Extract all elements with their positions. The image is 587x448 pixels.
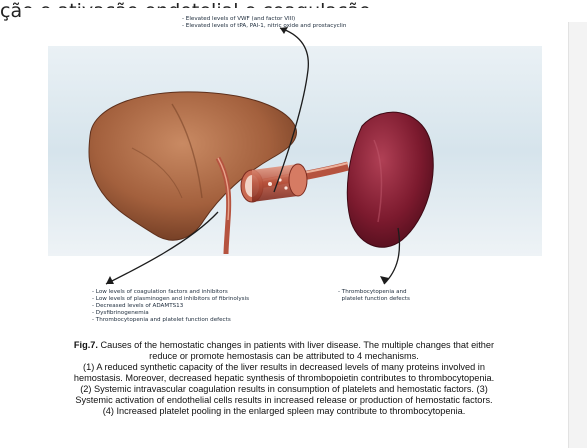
elevated-levels-annotation: - Elevated levels of VWF (and factor VII…: [182, 16, 346, 30]
annotation-line: - Dysfibrinogenemia: [92, 310, 249, 317]
annotation-line: platelet function defects: [338, 296, 410, 303]
caption-line-3: (1) A reduced synthetic capacity of the …: [0, 362, 568, 373]
liver-effects-annotation: - Low levels of coagulation factors and …: [92, 289, 249, 324]
liver-disease-figure: - Elevated levels of VWF (and factor VII…: [22, 8, 568, 338]
vessel-cross-section: [241, 164, 307, 202]
caption-line-5: (2) Systemic intravascular coagulation r…: [0, 384, 568, 395]
caption-line-1: Fig.7. Causes of the hemostatic changes …: [0, 340, 568, 351]
annotation-line: - Thrombocytopenia and: [338, 289, 410, 296]
annotation-line: - Low levels of plasminogen and inhibito…: [92, 296, 249, 303]
caption-line-7: (4) Increased platelet pooling in the en…: [0, 406, 568, 417]
caption-line-6: Systemic activation of endothelial cells…: [0, 395, 568, 406]
spleen-effects-annotation: - Thrombocytopenia and platelet function…: [338, 289, 410, 303]
annotation-line: - Decreased levels of ADAMTS13: [92, 303, 249, 310]
caption-line-4: hemostasis. Moreover, decreased hepatic …: [0, 373, 568, 384]
annotation-line: - Elevated levels of VWF (and factor VII…: [182, 16, 346, 23]
caption-text: Causes of the hemostatic changes in pati…: [98, 340, 494, 350]
annotation-line: - Thrombocytopenia and platelet function…: [92, 317, 249, 324]
caption-line-2: reduce or promote hemostasis can be attr…: [0, 351, 568, 362]
figure-label: Fig.7.: [74, 340, 98, 350]
figure-caption: Fig.7. Causes of the hemostatic changes …: [0, 340, 568, 417]
annotation-line: - Low levels of coagulation factors and …: [92, 289, 249, 296]
vertical-scrollbar[interactable]: [568, 22, 587, 448]
annotation-line: - Elevated levels of tPA, PAI-1, nitric …: [182, 23, 346, 30]
